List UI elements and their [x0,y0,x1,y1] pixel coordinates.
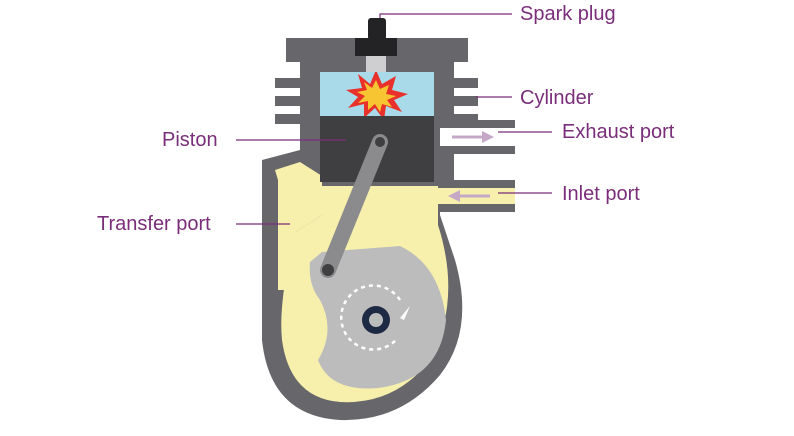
inlet-flow-arrow [448,190,490,202]
spark-plug-label: Spark plug [520,3,616,25]
inlet-port-label: Inlet port [562,183,640,205]
explosion-icon [346,70,408,120]
leader-lines [236,13,552,225]
rotation-arrow-icon [340,284,410,351]
exhaust-flow-arrow [452,131,494,143]
cylinder-label: Cylinder [520,87,594,109]
transfer-port-label: Transfer port [97,213,211,235]
connecting-rod [320,134,388,278]
spark-plug-icon [355,18,397,72]
exhaust-port-label: Exhaust port [562,121,675,143]
piston-label: Piston [162,129,218,151]
